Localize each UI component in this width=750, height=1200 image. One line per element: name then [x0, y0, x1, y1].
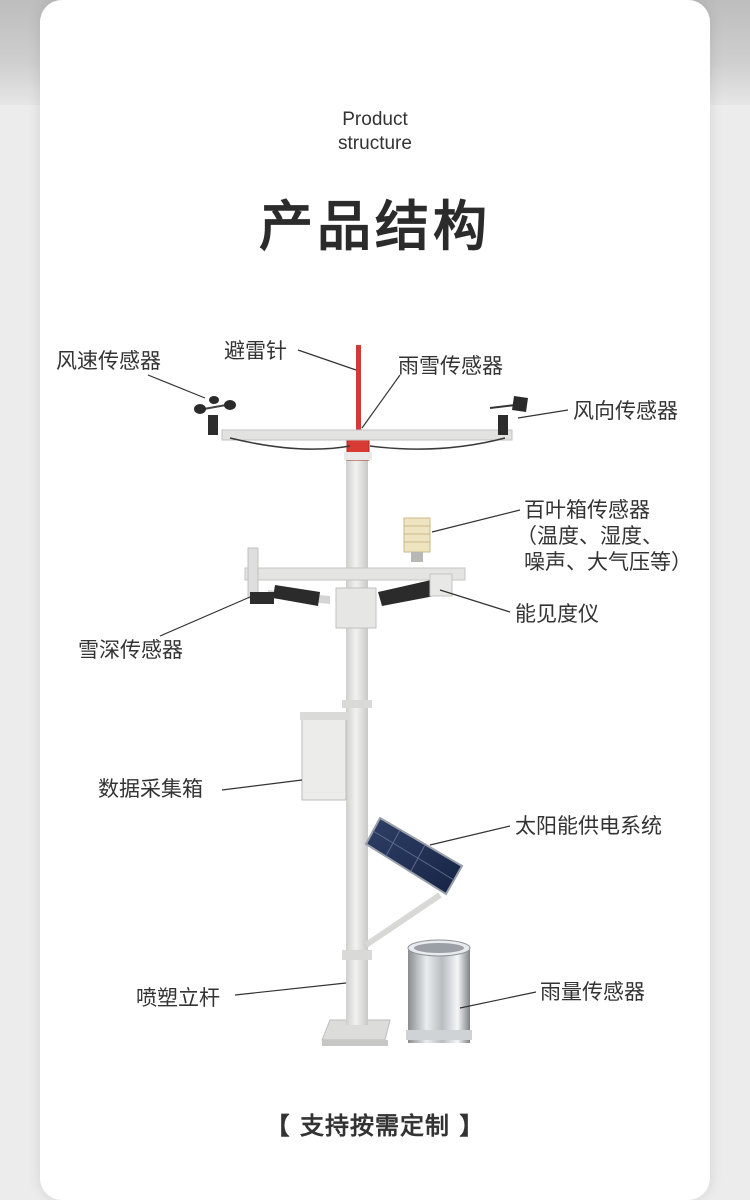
label-lightning-rod: 避雷针: [224, 339, 287, 363]
label-rain-snow-sensor: 雨雪传感器: [398, 354, 503, 378]
subtitle-product: Product: [342, 109, 408, 130]
label-visibility-meter: 能见度仪: [515, 602, 599, 626]
page-title: 产品结构: [259, 195, 491, 258]
pole-shape: [346, 455, 368, 1025]
label-louver-sensor: 百叶箱传感器: [524, 498, 650, 522]
label-snow-depth-sensor: 雪深传感器: [78, 638, 183, 662]
label-solar-power-system: 太阳能供电系统: [515, 814, 662, 838]
subtitle-structure: structure: [338, 133, 412, 154]
label-rain-gauge-sensor: 雨量传感器: [540, 980, 645, 1004]
label-louver-detail-1: （温度、湿度、: [516, 524, 663, 548]
label-wind-speed-sensor: 风速传感器: [56, 349, 161, 373]
lightning-rod-shape: [356, 345, 361, 435]
rain-gauge-shape: [408, 948, 470, 1043]
label-data-collection-box: 数据采集箱: [98, 777, 203, 801]
label-coated-pole: 喷塑立杆: [136, 986, 220, 1010]
label-louver-detail-2: 噪声、大气压等）: [524, 550, 692, 574]
footer-customization-note: 【 支持按需定制 】: [265, 1112, 485, 1140]
label-wind-direction-sensor: 风向传感器: [573, 399, 678, 423]
